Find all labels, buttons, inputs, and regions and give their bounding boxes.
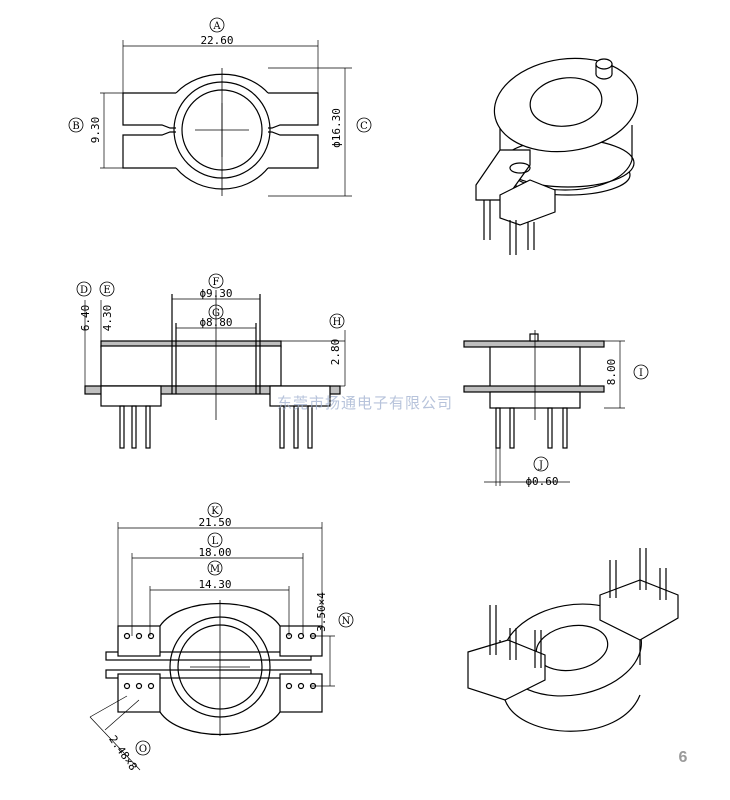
- dimension-i: 8.00: [605, 359, 618, 386]
- dimension-n: 3.50×4: [315, 592, 328, 632]
- dimension-g: ϕ8.80: [199, 316, 232, 329]
- dimension-k: 21.50: [198, 516, 231, 529]
- dimension-h: 2.80: [329, 339, 342, 366]
- label-e: E: [103, 285, 110, 296]
- label-j: J: [538, 460, 543, 471]
- side-right-pins: [495, 407, 568, 449]
- page-number: 6: [679, 749, 688, 766]
- side-left-pins: [119, 405, 313, 449]
- label-a: A: [212, 21, 221, 32]
- label-o: O: [139, 744, 147, 755]
- dimension-f: ϕ9.30: [199, 287, 232, 300]
- bottom-view: K 21.50 L 18.00 M 14.30 N 3.50×4 O 2.48×…: [89, 502, 354, 773]
- dimension-c: ϕ16.30: [330, 108, 343, 148]
- isometric-view-bottom: [467, 548, 679, 732]
- label-n: N: [342, 616, 351, 627]
- label-m: M: [210, 564, 220, 575]
- dimension-a: 22.60: [200, 34, 233, 47]
- top-view: A 22.60 B 9.30 C ϕ16.30: [68, 17, 372, 197]
- side-view-right: I 8.00 J ϕ0.60: [463, 330, 649, 488]
- label-g: G: [212, 308, 220, 319]
- dimension-l: 18.00: [198, 546, 231, 559]
- label-f: F: [213, 277, 220, 288]
- label-d: D: [80, 285, 88, 296]
- dimension-d: 6.40: [79, 305, 92, 332]
- company-watermark: 东莞市扬通电子有限公司: [277, 394, 453, 412]
- dimension-e: 4.30: [101, 305, 114, 332]
- label-k: K: [211, 506, 219, 517]
- label-l: L: [212, 536, 219, 547]
- label-c: C: [360, 121, 368, 132]
- side-view-left: D 6.40 E 4.30 F ϕ9.30 G ϕ8.80 H 2.80: [76, 273, 346, 449]
- label-b: B: [72, 121, 79, 132]
- dimension-m: 14.30: [198, 578, 231, 591]
- label-i: I: [639, 368, 643, 379]
- bottom-pin-holes: [123, 632, 317, 690]
- label-h: H: [333, 317, 342, 328]
- dimension-j: ϕ0.60: [525, 475, 558, 488]
- dimension-b: 9.30: [89, 117, 102, 144]
- isometric-view-top: [475, 57, 639, 255]
- dimension-o: 2.48×8: [106, 733, 139, 773]
